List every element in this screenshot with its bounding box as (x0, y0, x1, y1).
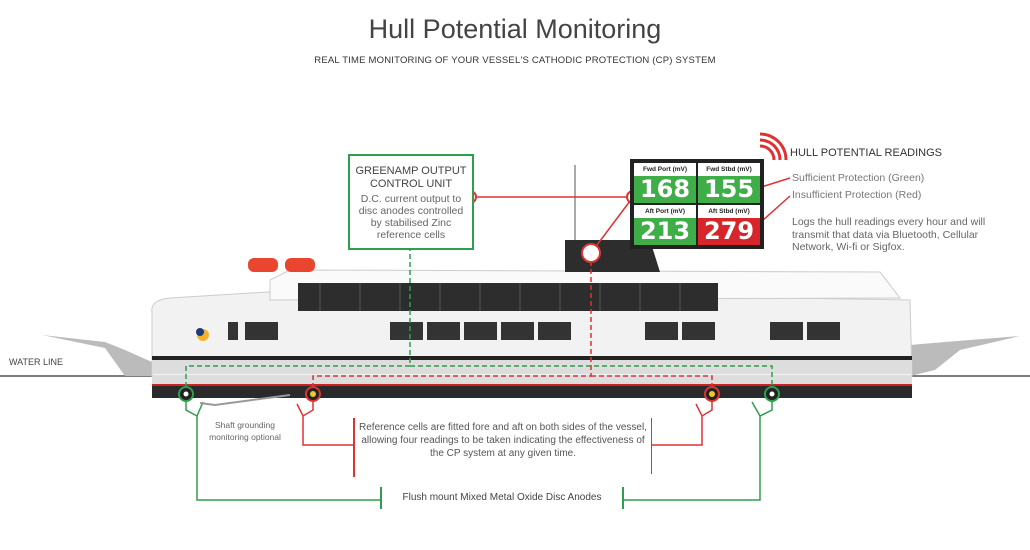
logs-description: Logs the hull readings every hour and wi… (792, 216, 986, 253)
reading-label: Fwd Port (mV) (634, 163, 696, 176)
control-unit-desc: reference cells (376, 229, 446, 241)
reading-value: 213 (634, 218, 696, 245)
stern-ramp (910, 336, 1020, 376)
reference-cells-callout: Reference cells are fitted fore and aft … (353, 418, 651, 477)
reading-fwd-stbd: Fwd Stbd (mV)155 (698, 163, 760, 203)
reading-value: 279 (698, 218, 760, 245)
upper-windows (298, 283, 718, 311)
lower-windows (228, 322, 840, 340)
reading-label: Aft Port (mV) (634, 205, 696, 218)
bow-ramp (42, 335, 152, 376)
anode-fwd (178, 386, 194, 402)
reading-label: Fwd Stbd (mV) (698, 163, 760, 176)
control-unit-desc: D.C. current output to (360, 193, 462, 205)
reading-value: 155 (698, 176, 760, 203)
control-unit-desc: disc anodes controlled (358, 205, 464, 217)
ref-cell-aft (704, 386, 720, 402)
reading-label: Aft Stbd (mV) (698, 205, 760, 218)
control-unit-title-2: CONTROL UNIT (369, 178, 453, 190)
hull-bottom (152, 384, 912, 398)
control-unit-desc: by stabilised Zinc (370, 217, 452, 229)
anode-aft (764, 386, 780, 402)
reading-fwd-port: Fwd Port (mV)168 (634, 163, 696, 203)
propeller-shaft (199, 394, 291, 407)
shaft-grounding-label: Shaft grounding monitoring optional (209, 420, 281, 442)
wireless-icon (759, 132, 788, 161)
reading-value: 168 (634, 176, 696, 203)
readings-panel: Fwd Port (mV)168 Fwd Stbd (mV)155 Aft Po… (630, 159, 764, 249)
reading-aft-stbd: Aft Stbd (mV)279 (698, 205, 760, 245)
ref-cell-fwd (305, 386, 321, 402)
page-subtitle: REAL TIME MONITORING OF YOUR VESSEL'S CA… (314, 55, 716, 66)
deck-stripe (152, 356, 912, 360)
legend-red: Insufficient Protection (Red) (792, 189, 922, 201)
control-unit-title-1: GREENAMP OUTPUT (355, 165, 467, 177)
reading-aft-port: Aft Port (mV)213 (634, 205, 696, 245)
readings-title: HULL POTENTIAL READINGS (790, 147, 942, 159)
legend-green: Sufficient Protection (Green) (792, 172, 925, 184)
anodes-callout: Flush mount Mixed Metal Oxide Disc Anode… (380, 487, 624, 509)
water-line-label: WATER LINE (9, 357, 64, 367)
life-rafts (248, 258, 315, 272)
page-title: Hull Potential Monitoring (368, 14, 662, 44)
